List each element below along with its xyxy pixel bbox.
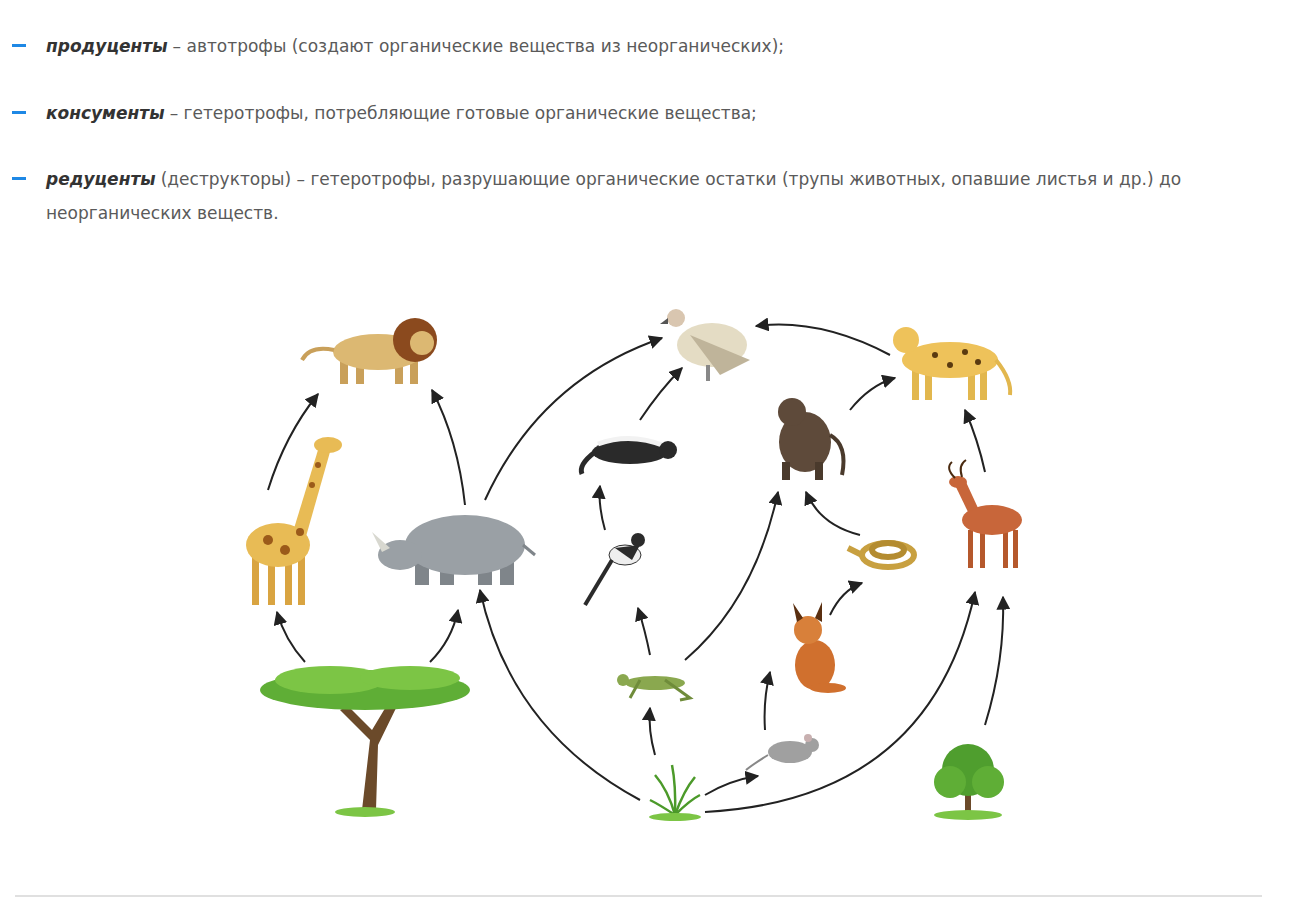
- bullet-mark: [12, 111, 26, 114]
- definition-text: – гетеротрофы, потребляющие готовые орга…: [170, 103, 757, 123]
- definition-line: продуценты– автотрофы (создают органичес…: [46, 29, 1261, 63]
- grasshopper-picture: [617, 674, 690, 700]
- bush-picture: [934, 744, 1004, 820]
- snake-picture: [848, 543, 914, 567]
- rhino-picture: [372, 515, 535, 585]
- definition-text: (деструкторы) – гетеротрофы, разрушающие…: [46, 169, 1181, 223]
- cheetah-picture: [893, 327, 1010, 400]
- term-label: консументы: [46, 103, 165, 123]
- baboon-picture: [778, 398, 844, 480]
- grass-picture: [649, 765, 701, 821]
- badger-picture: [581, 438, 677, 474]
- caracal-picture: [793, 602, 846, 693]
- vulture-picture: [660, 309, 750, 381]
- food-arrows: [268, 325, 1003, 812]
- giraffe-picture: [246, 437, 342, 605]
- bullet-mark: [12, 177, 26, 180]
- bullet-mark: [12, 44, 26, 47]
- mouse-picture: [746, 734, 819, 770]
- bottom-rule: [15, 895, 1262, 897]
- acacia-tree-picture: [260, 666, 470, 817]
- definition-text: – автотрофы (создают органические вещест…: [173, 36, 784, 56]
- definition-line: консументы– гетеротрофы, потребляющие го…: [46, 96, 1261, 130]
- term-label: продуценты: [46, 36, 168, 56]
- definition-line: редуценты(деструкторы) – гетеротрофы, ра…: [46, 162, 1261, 230]
- lion-picture: [302, 318, 437, 384]
- term-label: редуценты: [46, 169, 156, 189]
- bird-picture: [585, 533, 645, 605]
- antelope-picture: [949, 460, 1022, 568]
